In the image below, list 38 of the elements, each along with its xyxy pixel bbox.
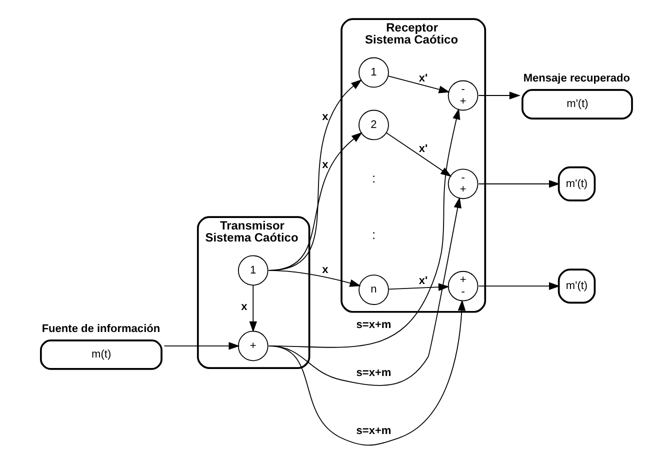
edge-label: s=x+m — [356, 424, 391, 437]
node-circle: + — [237, 330, 268, 362]
node-box: m'(t) — [521, 89, 632, 120]
arrow — [388, 283, 449, 291]
arrow — [268, 196, 461, 386]
edge-label: s=x+m — [356, 366, 391, 379]
arrow — [268, 270, 360, 287]
node-box: m'(t) — [557, 268, 596, 304]
node-box: m'(t) — [557, 166, 596, 202]
edge-label: x — [322, 110, 328, 123]
edge-label: x' — [418, 274, 428, 287]
node-box: m(t) — [39, 340, 162, 370]
node-label: Fuente de información — [41, 322, 160, 335]
edge-label: x — [240, 301, 247, 314]
edge-label: x' — [418, 143, 428, 156]
edge-label: x — [322, 264, 328, 276]
node-circle: 1 — [358, 57, 388, 88]
node-circle: - + — [447, 80, 478, 111]
arrow — [386, 132, 452, 177]
node-circle: - + — [447, 168, 478, 200]
arrow — [268, 108, 460, 348]
arrow — [387, 76, 450, 94]
label: : — [371, 226, 376, 242]
arrow — [248, 284, 256, 332]
edge-label: x' — [418, 72, 428, 84]
node-circle: 2 — [358, 110, 388, 140]
node-circle: 1 — [237, 255, 268, 286]
arrow — [478, 282, 560, 290]
edge-label: x — [322, 158, 328, 171]
arrow — [478, 180, 560, 188]
arrow — [268, 300, 466, 446]
node-circle: + - — [447, 270, 478, 302]
arrow — [478, 92, 520, 100]
node-circle: n — [358, 274, 388, 305]
node-label: Mensaje recuperado — [522, 72, 630, 84]
arrow — [163, 342, 240, 350]
label: : — [371, 170, 376, 186]
edge-label: s=x+m — [356, 319, 391, 332]
